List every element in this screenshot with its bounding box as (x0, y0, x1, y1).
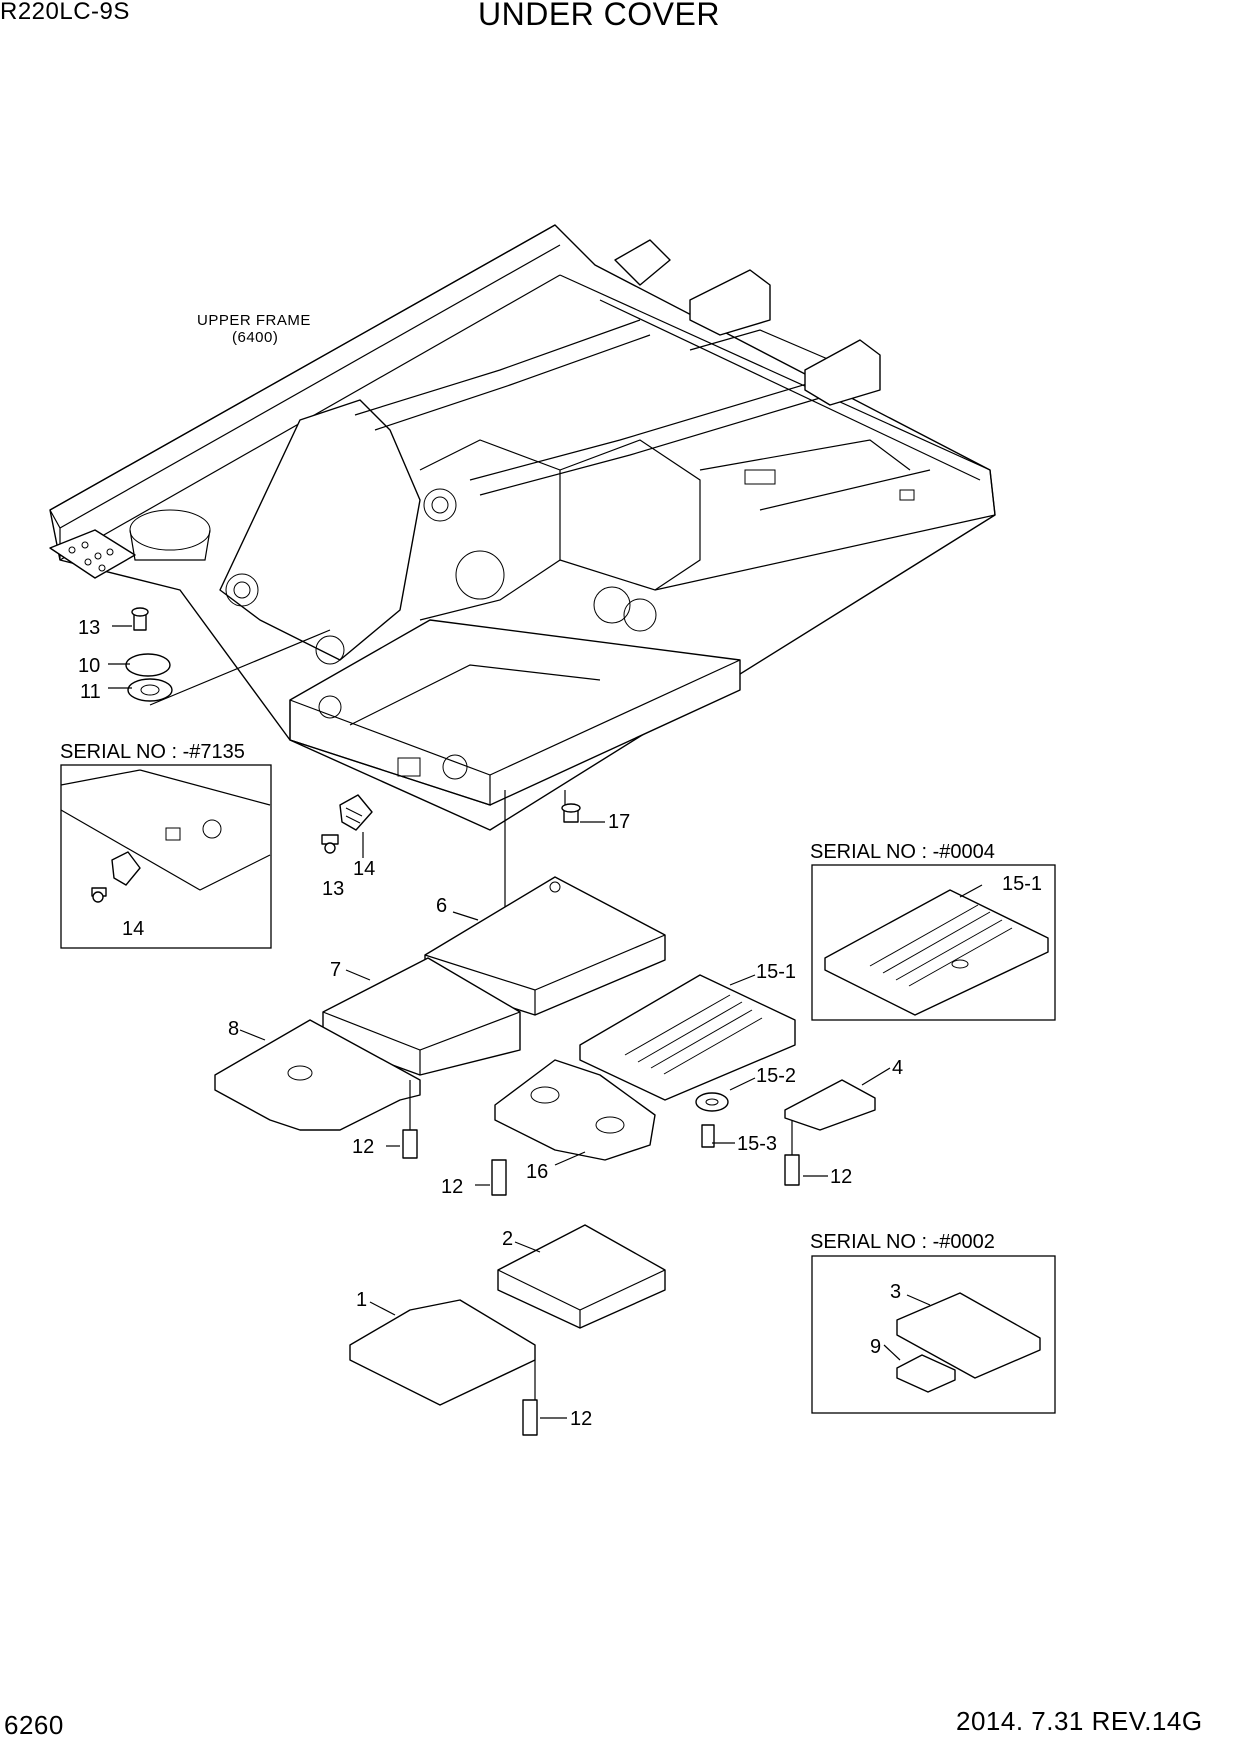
cover-8 (214, 1019, 421, 1131)
callout-15-2: 15-2 (756, 1065, 796, 1087)
serial-label-7135: SERIAL NO : -#7135 (60, 741, 245, 763)
callout-13-lower: 13 (322, 878, 344, 900)
callout-12-bottom: 12 (570, 1408, 592, 1430)
serial-label-0002: SERIAL NO : -#0002 (810, 1231, 995, 1253)
gasket-11 (127, 678, 173, 702)
bolt-13-lower (321, 834, 339, 854)
callout-15-1: 15-1 (756, 961, 796, 983)
callout-14-inset: 14 (122, 918, 144, 940)
bolt-12-c (784, 1120, 800, 1186)
page-number: 6260 (4, 1710, 64, 1740)
cover-4 (784, 1079, 876, 1131)
revision-label: 2014. 7.31 REV.14G (956, 1706, 1203, 1736)
bolt-15-3 (701, 1124, 715, 1148)
upper-frame-ref: (6400) (232, 329, 278, 346)
inset-serial-7135 (60, 764, 272, 949)
grommet-17 (561, 803, 581, 823)
callout-12-center: 12 (441, 1176, 463, 1198)
cover-2 (497, 1224, 666, 1329)
callout-1: 1 (356, 1289, 367, 1311)
callout-4: 4 (892, 1057, 903, 1079)
callout-6: 6 (436, 895, 447, 917)
callout-11: 11 (80, 681, 101, 703)
inset-serial-0004 (811, 864, 1056, 1021)
callout-8: 8 (228, 1018, 239, 1040)
gasket-15-2 (695, 1092, 729, 1112)
callout-15-1-inset: 15-1 (1002, 873, 1042, 895)
plate-10 (125, 653, 171, 677)
cover-15-1-ribs (624, 994, 763, 1075)
cover-14 (339, 794, 373, 831)
callout-12-left: 12 (352, 1136, 374, 1158)
callout-12-right: 12 (830, 1166, 852, 1188)
upper-frame (49, 224, 996, 1030)
cover-16 (494, 1059, 656, 1161)
callout-7: 7 (330, 959, 341, 981)
serial-label-0004: SERIAL NO : -#0004 (810, 841, 995, 863)
bolt-12-a (402, 1080, 418, 1159)
callout-14: 14 (353, 858, 375, 880)
page-title: UNDER COVER (478, 0, 720, 32)
callout-16: 16 (526, 1161, 548, 1183)
bolt-12-d (522, 1360, 538, 1436)
callout-15-3: 15-3 (737, 1133, 777, 1155)
model-name: R220LC-9S (0, 0, 130, 25)
bolt-13 (131, 607, 149, 631)
callout-13: 13 (78, 617, 100, 639)
bolt-12-b (491, 1159, 507, 1196)
cover-1 (349, 1299, 536, 1406)
callout-9: 9 (870, 1336, 881, 1358)
callout-2: 2 (502, 1228, 513, 1250)
cover-15-1 (579, 974, 796, 1101)
callout-17: 17 (608, 811, 630, 833)
leader-lines (108, 625, 983, 1419)
upper-frame-label: UPPER FRAME (197, 312, 311, 329)
inset-serial-0002 (811, 1255, 1056, 1414)
callout-3: 3 (890, 1281, 901, 1303)
callout-10: 10 (78, 655, 100, 677)
